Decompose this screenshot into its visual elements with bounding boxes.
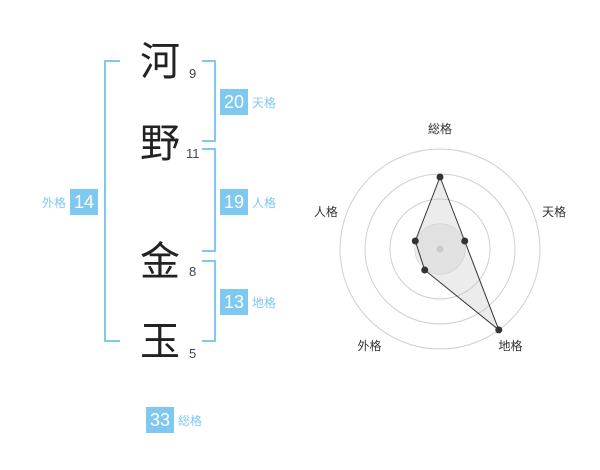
radar-ring <box>389 198 491 300</box>
soukaku-badge: 33 総格 <box>146 407 206 433</box>
radar-point <box>461 237 469 245</box>
stroke-count-3: 8 <box>189 264 197 279</box>
radar-point <box>411 237 419 245</box>
stroke-count-4: 5 <box>189 346 197 361</box>
gaikaku-value: 14 <box>70 189 99 215</box>
soukaku-label: 総格 <box>178 413 203 428</box>
radar-axis-label: 天格 <box>542 204 566 219</box>
gaikaku-badge: 外格 14 <box>38 189 99 215</box>
radar-point <box>495 326 503 334</box>
tenkaku-label: 天格 <box>252 95 277 110</box>
name-char-1: 河 <box>140 39 180 85</box>
radar-axis-label: 総格 <box>428 121 452 136</box>
tenkaku-bracket <box>202 60 216 142</box>
jinkaku-value: 19 <box>220 189 248 215</box>
chikaku-value: 13 <box>220 289 248 315</box>
chikaku-bracket <box>202 260 216 342</box>
radar-axis-label: 人格 <box>314 204 338 219</box>
radar-axis-label: 外格 <box>357 338 381 353</box>
radar-polygon <box>414 175 500 332</box>
tenkaku-badge: 20 天格 <box>220 89 280 115</box>
stroke-count-2: 11 <box>186 146 200 161</box>
gaikaku-bracket <box>104 60 120 342</box>
tenkaku-value: 20 <box>220 89 248 115</box>
jinkaku-label: 人格 <box>252 195 277 210</box>
radar-center-dot <box>436 245 444 253</box>
radar-point <box>436 173 444 181</box>
name-char-3: 金 <box>140 239 180 285</box>
jinkaku-badge: 19 人格 <box>220 189 280 215</box>
jinkaku-bracket <box>202 148 216 252</box>
soukaku-value: 33 <box>146 407 174 433</box>
gaikaku-label: 外格 <box>42 195 67 210</box>
radar-ring <box>339 148 541 350</box>
chikaku-badge: 13 地格 <box>220 289 280 315</box>
name-char-4: 玉 <box>140 319 180 365</box>
name-char-2: 野 <box>140 121 180 167</box>
stroke-count-1: 9 <box>189 66 197 81</box>
radar-axis-label: 地格 <box>498 338 522 353</box>
chikaku-label: 地格 <box>252 295 277 310</box>
radar-point <box>421 266 429 274</box>
